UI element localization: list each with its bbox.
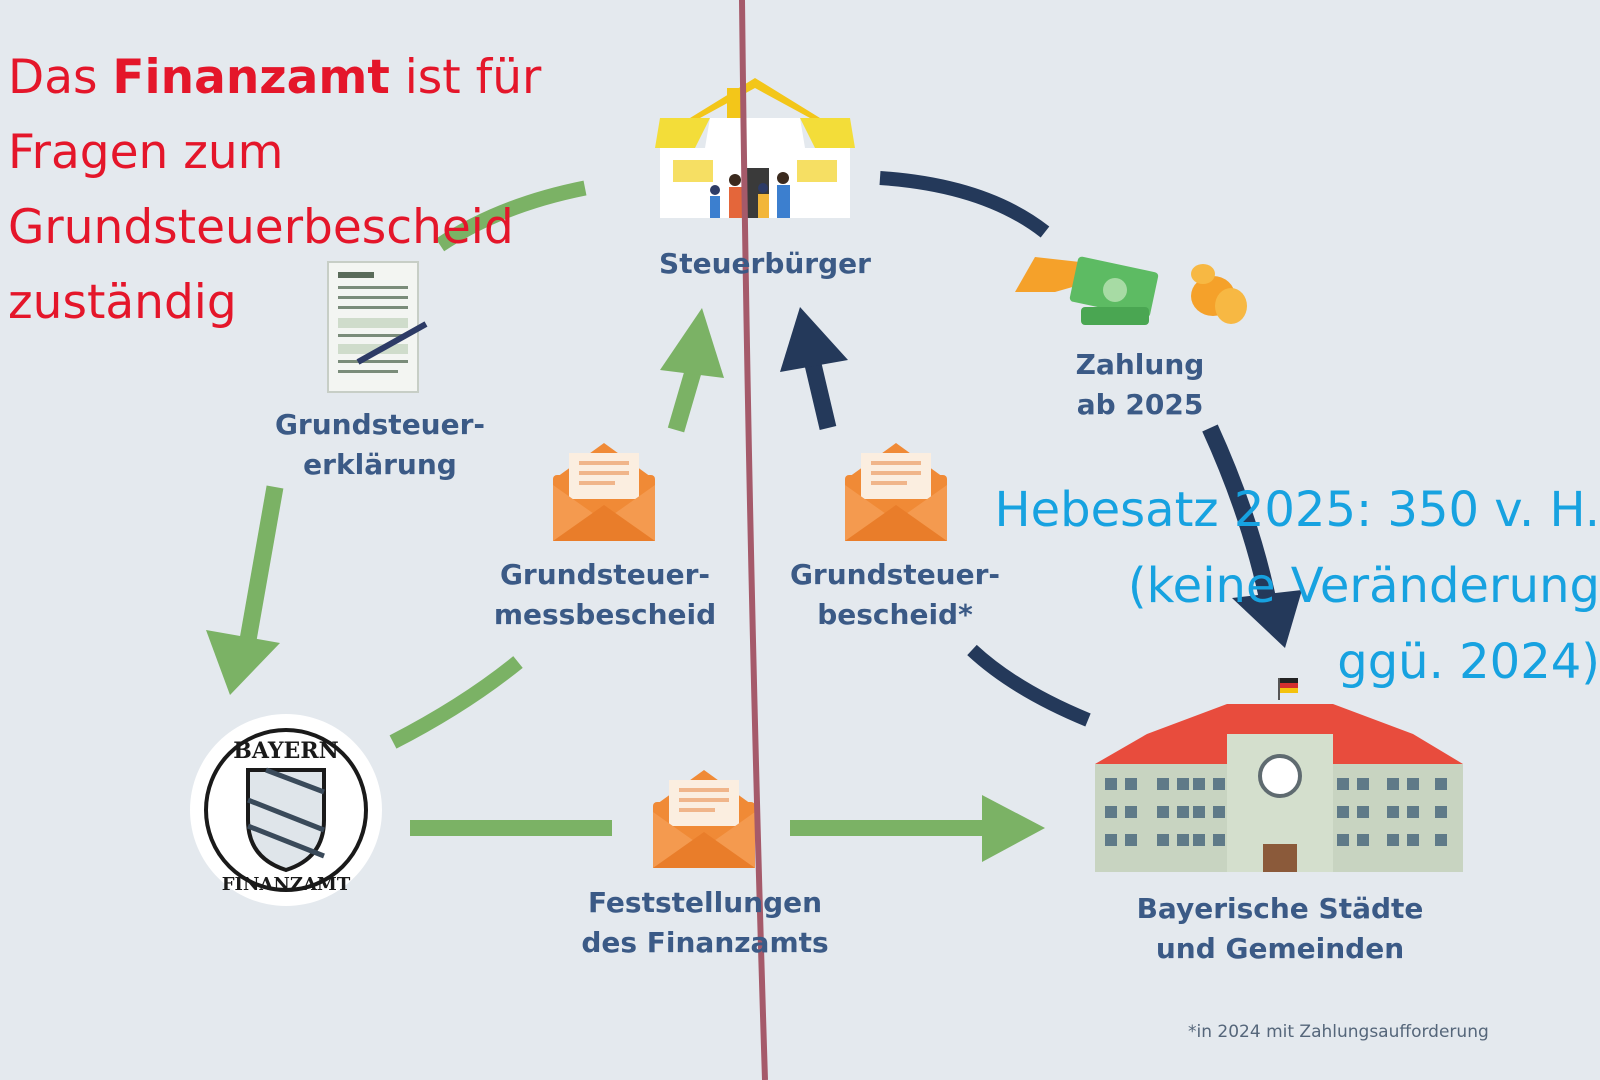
note-line: Fragen zum <box>8 125 284 180</box>
label-line: Feststellungen <box>587 886 823 919</box>
hebesatz-note: Hebesatz 2025: 350 v. H. (keine Veränder… <box>910 472 1600 700</box>
seal-bottom-text: FINANZAMT <box>222 874 351 895</box>
arrow-declaration-to-finanzamt <box>239 485 284 642</box>
arrow-finanzamt-to-assessment <box>389 656 523 749</box>
arrow-citizen-to-payment <box>879 171 1050 238</box>
money-hand-icon <box>1015 256 1247 325</box>
flow-arrows <box>206 171 1302 862</box>
label-grundsteuererklaerung: Grundsteuer- erklärung <box>260 405 500 485</box>
envelope-icon-findings <box>653 770 755 868</box>
label-line: Grundsteuer- <box>274 408 486 441</box>
label-grundsteuermessbescheid: Grundsteuer- messbescheid <box>480 555 730 635</box>
arrow-head-finanzamt <box>206 630 280 695</box>
label-line: messbescheid <box>493 598 717 631</box>
arrow-assessment-to-citizen <box>667 362 704 433</box>
house-family-icon <box>655 78 855 218</box>
arrow-head-municipality-navy <box>1232 590 1302 648</box>
divider-line <box>739 0 768 1080</box>
note-line: Hebesatz 2025: 350 v. H. <box>994 482 1600 538</box>
note-line: zuständig <box>8 275 237 330</box>
arrow-head-citizen-navy <box>780 307 848 372</box>
note-line: Grundsteuerbescheid <box>8 200 514 255</box>
label-line: Grundsteuer- <box>499 558 711 591</box>
envelope-icon-assessment <box>553 443 655 541</box>
tax-form-icon <box>327 261 428 393</box>
label-zahlung: Zahlung ab 2025 <box>1050 345 1230 425</box>
label-line: und Gemeinden <box>1155 932 1405 965</box>
note-suffix: ist für <box>389 50 542 105</box>
arrow-head-municipality-green <box>982 795 1045 862</box>
arrow-notice-to-citizen <box>803 358 837 430</box>
label-line: Bayerische Städte <box>1136 892 1424 925</box>
process-diagram: BAYERN FINANZAMT <box>190 0 1463 1080</box>
label-staedte-gemeinden: Bayerische Städte und Gemeinden <box>1120 889 1440 969</box>
bavaria-finanzamt-seal-icon: BAYERN FINANZAMT <box>190 714 382 906</box>
note-prefix: Das <box>8 50 113 105</box>
note-line: ggü. 2024) <box>1337 634 1600 690</box>
label-line: ab 2025 <box>1076 388 1204 421</box>
label-line: bescheid* <box>817 598 973 631</box>
note-line: (keine Veränderung <box>1127 558 1600 614</box>
arrow-payment-to-municipality <box>1202 424 1279 612</box>
seal-top-text: BAYERN <box>233 738 338 764</box>
label-grundsteuerbescheid: Grundsteuer- bescheid* <box>775 555 1015 635</box>
label-line: Zahlung <box>1075 348 1205 381</box>
footnote: *in 2024 mit Zahlungsaufforderung <box>1188 1022 1489 1042</box>
note-bold: Finanzamt <box>112 50 390 105</box>
town-hall-icon <box>1095 678 1463 872</box>
arrow-head-citizen-green <box>660 308 724 378</box>
arrow-citizen-to-declaration <box>435 180 587 252</box>
label-steuerbuerger: Steuerbürger <box>650 244 880 284</box>
label-line: erklärung <box>303 448 457 481</box>
label-line: Grundsteuer- <box>789 558 1001 591</box>
label-feststellungen: Feststellungen des Finanzamts <box>570 883 840 963</box>
label-steuerbuerger-text: Steuerbürger <box>659 247 871 280</box>
label-line: des Finanzamts <box>581 926 829 959</box>
arrow-municipality-to-notice <box>967 644 1091 727</box>
note-line: Das Finanzamt ist für <box>8 40 541 115</box>
finanzamt-responsibility-note: Das Finanzamt ist für Fragen zum Grundst… <box>8 40 541 340</box>
